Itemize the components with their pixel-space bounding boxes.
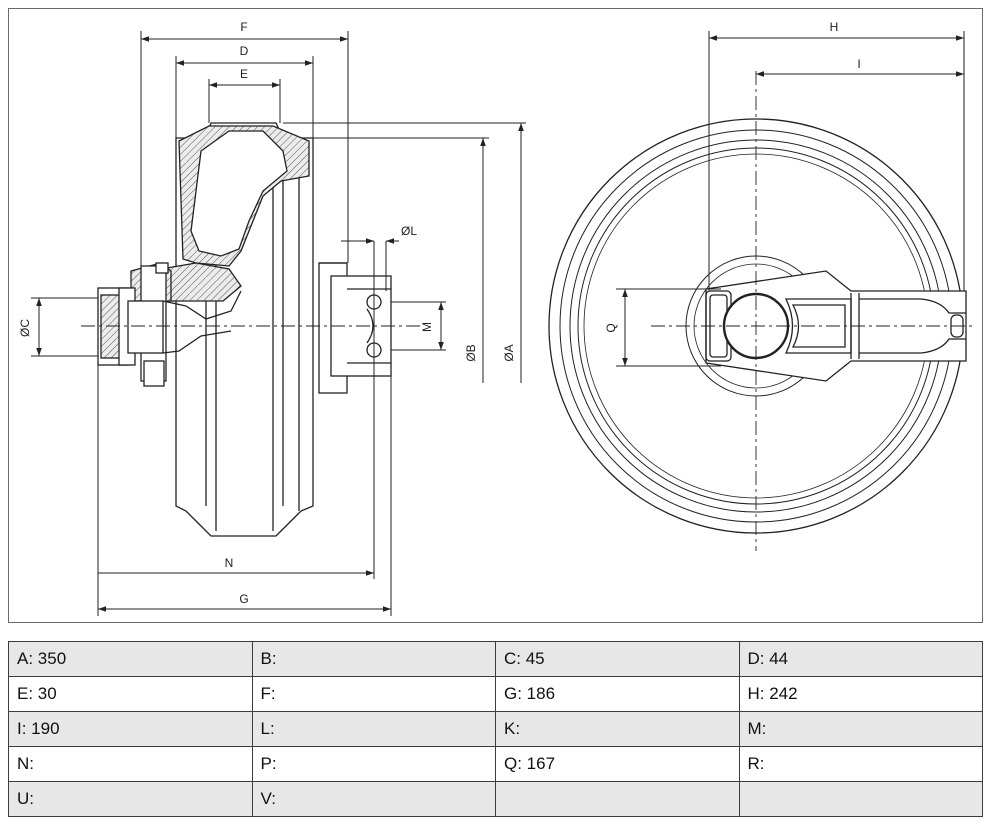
table-row: E: 30 F: G: 186 H: 242: [8, 676, 983, 712]
table-row: N: P: Q: 167 R:: [8, 746, 983, 782]
table-cell: C: 45: [495, 641, 740, 677]
table-cell: E: 30: [8, 676, 253, 712]
front-view-dimensions: [622, 35, 964, 366]
table-cell: L:: [251, 711, 496, 747]
table-cell: B:: [251, 641, 496, 677]
label-B: ØB: [464, 344, 478, 361]
table-row: I: 190 L: K: M:: [8, 711, 983, 747]
table-cell: M:: [738, 711, 983, 747]
table-cell: U:: [8, 781, 253, 817]
front-view: [548, 31, 976, 551]
dimension-labels: F D E ØL N G H I ØC M ØB ØA Q: [18, 20, 861, 606]
technical-drawing: F D E ØL N G H I ØC M ØB ØA Q: [8, 8, 983, 623]
table-cell: Q: 167: [495, 746, 740, 782]
label-G: G: [239, 592, 248, 606]
table-cell: D: 44: [738, 641, 983, 677]
idler-wheel-drawing: F D E ØL N G H I ØC M ØB ØA Q: [18, 20, 976, 616]
table-cell: [495, 781, 740, 817]
dimensions-table: A: 350 B: C: 45 D: 44 E: 30 F: G: 186 H:…: [8, 641, 983, 817]
table-cell: F:: [251, 676, 496, 712]
table-cell: G: 186: [495, 676, 740, 712]
table-cell: K:: [495, 711, 740, 747]
side-view-dimensions: [36, 36, 524, 612]
label-Q: Q: [604, 323, 618, 332]
table-row: U: V:: [8, 781, 983, 817]
table-cell: I: 190: [8, 711, 253, 747]
table-cell: V:: [251, 781, 496, 817]
label-D: D: [240, 44, 249, 58]
label-F: F: [240, 20, 247, 34]
label-M: M: [420, 322, 434, 332]
table-cell: A: 350: [8, 641, 253, 677]
side-section-view: [31, 31, 526, 616]
label-E: E: [240, 67, 248, 81]
table-cell: [738, 781, 983, 817]
table-cell: H: 242: [738, 676, 983, 712]
label-L: ØL: [401, 224, 417, 238]
label-N: N: [225, 556, 234, 570]
table-cell: N:: [8, 746, 253, 782]
label-I: I: [857, 57, 860, 71]
table-cell: R:: [738, 746, 983, 782]
table-row: A: 350 B: C: 45 D: 44: [8, 641, 983, 677]
label-C: ØC: [18, 319, 32, 337]
table-cell: P:: [251, 746, 496, 782]
label-A: ØA: [502, 344, 516, 361]
label-H: H: [830, 20, 839, 34]
